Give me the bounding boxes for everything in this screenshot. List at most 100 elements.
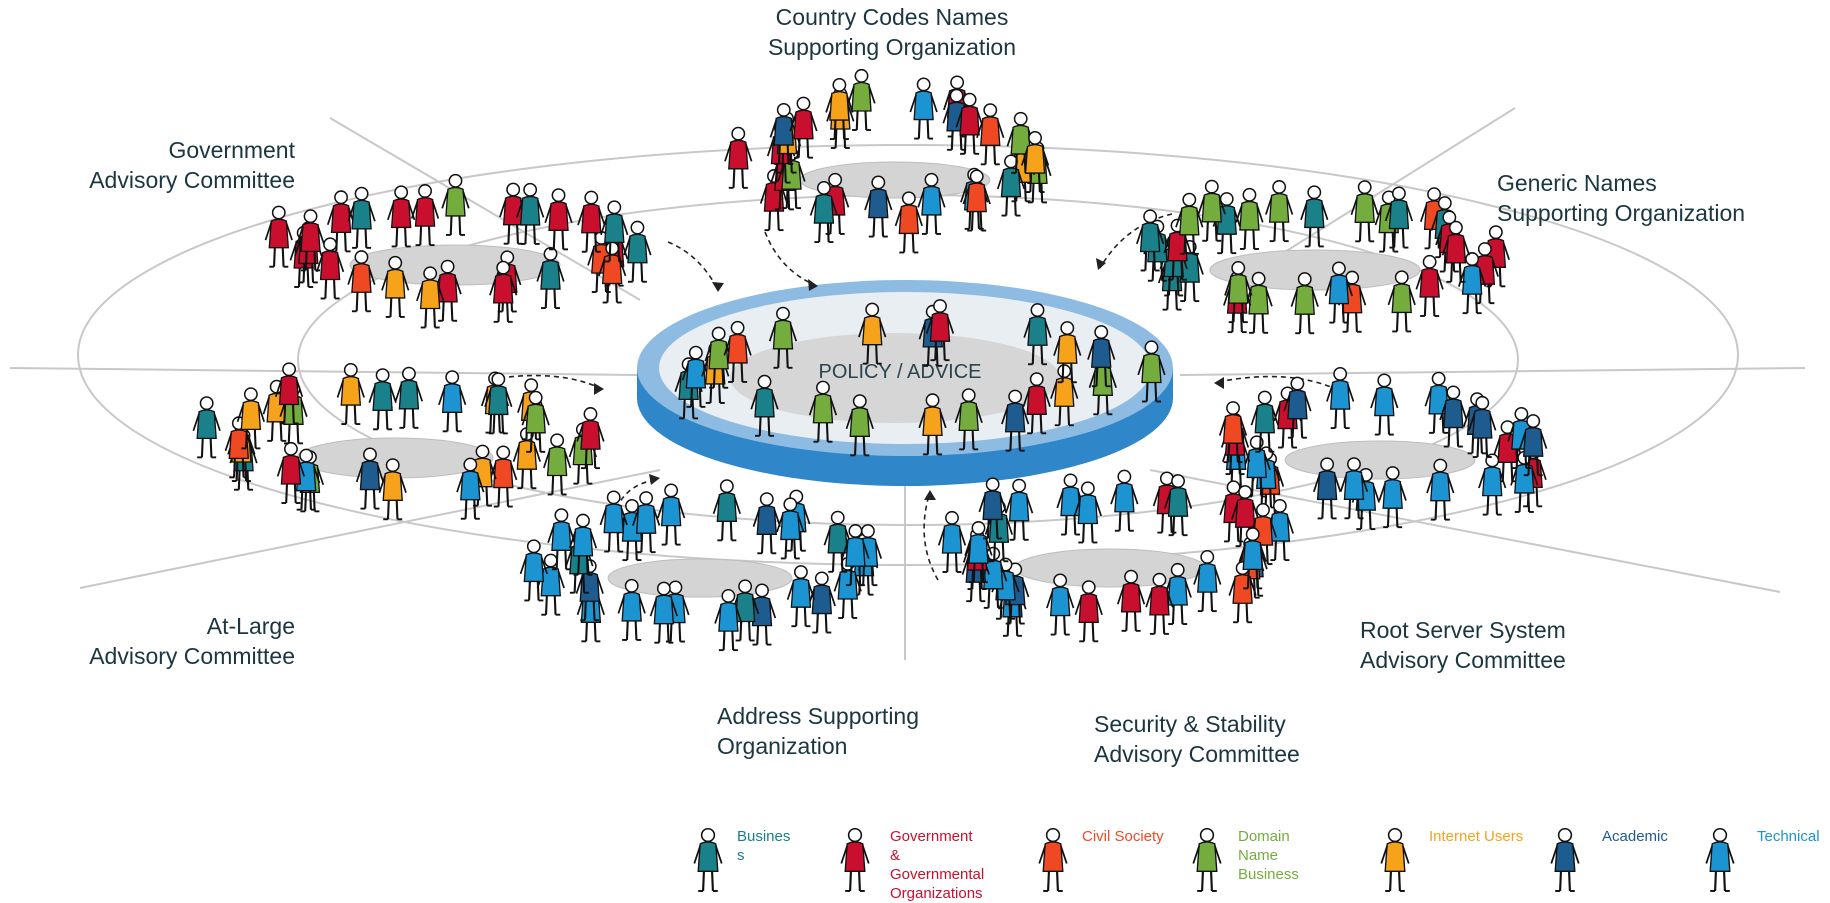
legend-icons	[693, 827, 1735, 892]
person-figure	[1244, 271, 1273, 334]
person-figure	[1073, 481, 1102, 544]
person-figure	[575, 559, 604, 622]
person-figure	[1290, 272, 1319, 335]
label-gac: Government Advisory Committee	[89, 137, 295, 193]
person-figure	[576, 407, 605, 470]
person-figure	[1087, 325, 1116, 388]
academic-figure-icon	[1550, 827, 1580, 892]
arrow-heads	[594, 258, 1224, 500]
person-figure	[979, 546, 1008, 609]
person-figure	[808, 380, 838, 443]
person-figure	[1235, 187, 1264, 250]
person-figure	[657, 483, 686, 546]
person-figure	[1350, 180, 1379, 243]
person-figure	[723, 320, 752, 383]
business-figure-icon	[693, 827, 723, 892]
person-figure	[769, 102, 798, 165]
rssac-table	[1284, 440, 1476, 480]
arrow-alac	[499, 374, 601, 389]
person-figure	[1023, 303, 1052, 366]
person-figure	[1136, 209, 1165, 272]
person-figure	[807, 571, 836, 634]
person-figure	[617, 578, 646, 641]
person-figure	[544, 188, 573, 251]
person-figure	[845, 394, 874, 457]
person-figure	[1424, 371, 1453, 434]
person-figure	[894, 191, 923, 254]
person-figure	[918, 393, 947, 456]
person-figure	[1046, 573, 1075, 636]
legend-label-technical: Technical	[1757, 828, 1820, 845]
person-figure	[1312, 457, 1342, 520]
person-figure	[1415, 254, 1444, 317]
person-figure	[1510, 450, 1539, 513]
person-figure	[1519, 414, 1548, 477]
person-figure	[1458, 252, 1487, 315]
person-figure	[623, 220, 652, 283]
person-figure	[1020, 130, 1050, 194]
person-figure	[1441, 220, 1471, 283]
person-figure	[276, 441, 306, 504]
person-figure	[347, 250, 376, 313]
person-figure	[909, 77, 938, 140]
person-figure	[315, 237, 345, 300]
person-figure	[1324, 261, 1354, 324]
person-figure	[776, 497, 805, 560]
person-figure	[789, 96, 818, 159]
person-figure	[387, 185, 416, 248]
legend-label-government: Government & Governmental Organizations	[890, 828, 985, 902]
person-figure	[1283, 376, 1312, 439]
person-figure	[600, 200, 629, 263]
person-figure	[1339, 457, 1369, 520]
person-figure	[1238, 527, 1267, 590]
person-figure	[768, 306, 798, 369]
label-gnso: Generic Names Supporting Organization	[1497, 170, 1746, 226]
person-figure	[714, 589, 743, 652]
person-figure	[955, 92, 984, 155]
person-figure	[441, 173, 470, 236]
person-figure	[1370, 373, 1399, 436]
person-figure	[1231, 485, 1260, 548]
person-figure	[381, 255, 410, 318]
person-figure	[632, 491, 661, 554]
domain-name-business-figure-icon	[1192, 827, 1222, 892]
label-ccnso: Country Codes Names Supporting Organizat…	[767, 4, 1017, 60]
person-figure	[1005, 478, 1034, 541]
legend-label-civil-society: Civil Society	[1082, 828, 1164, 845]
person-figure	[577, 190, 606, 253]
person-figure	[864, 175, 893, 238]
person-figure	[847, 68, 876, 131]
person-figure	[438, 370, 467, 433]
person-figure	[1387, 270, 1416, 333]
person-figure	[547, 508, 576, 571]
person-figure	[925, 299, 955, 362]
person-figure	[1384, 186, 1414, 249]
person-figure	[416, 266, 445, 329]
person-figure	[1116, 569, 1146, 632]
person-figure	[568, 513, 598, 576]
person-figure	[274, 362, 304, 425]
civil-society-figure-icon	[1038, 827, 1068, 892]
label-aso: Address Supporting Organization	[717, 703, 920, 759]
person-figure	[1326, 366, 1355, 430]
person-figure	[1175, 192, 1204, 255]
person-figure	[964, 521, 993, 584]
person-figure	[192, 396, 221, 459]
person-figure	[724, 126, 753, 189]
person-figure	[1050, 364, 1079, 427]
person-figure	[1439, 385, 1468, 448]
person-figure	[516, 182, 545, 245]
arrow-ccnso	[764, 231, 816, 286]
person-figure	[962, 169, 991, 232]
person-figure	[917, 172, 946, 235]
person-figure	[326, 190, 356, 253]
person-figure	[489, 445, 518, 508]
person-figure	[937, 510, 967, 573]
person-figure	[368, 368, 397, 431]
person-figure	[1468, 395, 1497, 458]
person-figure	[599, 490, 628, 553]
person-figure	[841, 524, 870, 587]
person-figure	[536, 246, 565, 310]
person-figure	[336, 362, 365, 426]
